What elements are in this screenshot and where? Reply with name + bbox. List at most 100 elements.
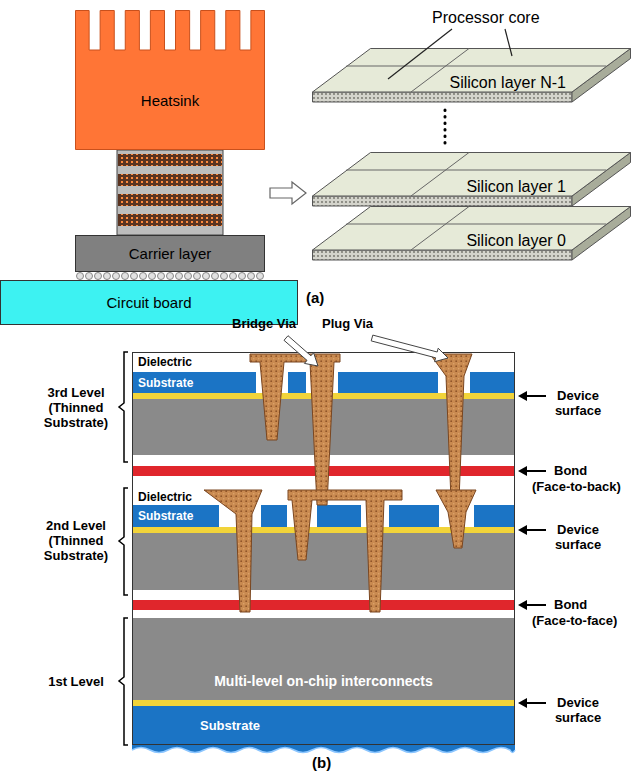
substrate-edge-line [132, 748, 515, 753]
bridge-via [288, 490, 402, 612]
label-holder: Bridge Via [232, 316, 296, 331]
pointer-arrow [526, 395, 546, 397]
solder-ball [158, 273, 165, 280]
solder-ball [221, 273, 228, 280]
label-holder: Bond [554, 463, 587, 478]
pointer-arrow [371, 335, 448, 362]
node-text: Substrate [138, 509, 193, 523]
label-holder: Device surface [548, 522, 608, 552]
label-holder: (Face-to-back) [532, 479, 621, 494]
level-label: 3rd Level (Thinned Substrate) [40, 385, 112, 430]
panel-border [133, 353, 515, 745]
silicon-layer: Silicon layer 0 [312, 206, 632, 261]
solder-ball [86, 273, 93, 280]
pointer-arrow [526, 470, 546, 472]
arrow-head [518, 698, 527, 708]
substrate-edge [132, 745, 515, 753]
pointer-arrow [526, 529, 546, 531]
label-holder: Device surface [548, 695, 608, 725]
leader-line [505, 29, 512, 56]
level-bracket [119, 618, 128, 745]
solder-ball [113, 273, 120, 280]
solder-ball [95, 273, 102, 280]
core-divider [411, 207, 469, 251]
expand-arrow [270, 182, 306, 204]
arrow-head [518, 391, 527, 401]
label-holder: (b) [312, 754, 331, 772]
pointer-arrow [526, 604, 546, 606]
solder-ball [149, 273, 156, 280]
solder-ball [212, 273, 219, 280]
pointer-arrow [526, 702, 546, 704]
label-holder: Plug Via [322, 316, 373, 331]
solder-ball [77, 273, 84, 280]
level-bracket [119, 352, 128, 462]
slab-front-face [313, 196, 573, 206]
solder-ball [257, 273, 264, 280]
via-pointers [284, 335, 448, 366]
node-text: Dielectric [138, 355, 192, 369]
label-holder: Bond [554, 597, 587, 612]
silicon-layer: Silicon layer 1 [312, 152, 632, 207]
label-holder: 2nd Level (Thinned Substrate) [40, 518, 112, 563]
bridge-via [250, 354, 340, 505]
core-divider [346, 224, 606, 225]
solder-ball [203, 273, 210, 280]
slab-top-face [313, 207, 631, 251]
label-holder: 3rd Level (Thinned Substrate) [40, 385, 112, 430]
solder-ball [122, 273, 129, 280]
node-text: Silicon layer 1 [466, 177, 566, 196]
node-text: Substrate [138, 376, 193, 390]
carrier-layer: Carrier layer [75, 235, 265, 272]
die-layer [118, 174, 222, 186]
slab-front-face [313, 92, 573, 102]
arrow-head [518, 466, 527, 476]
solder-ball [185, 273, 192, 280]
solder-balls [77, 273, 264, 280]
die-layer [118, 194, 222, 206]
heatsink: Heatsink [75, 10, 265, 150]
die-layer [118, 214, 222, 226]
slab-top-face [313, 49, 631, 93]
arrow-head [518, 525, 527, 535]
solder-ball [167, 273, 174, 280]
leader-line [388, 29, 452, 79]
label-holder: Processor core [432, 8, 540, 27]
surface-label: Device surface [548, 522, 608, 552]
callout-label: Bridge Via [232, 316, 296, 331]
interconnect-layer: Multi-level on-chip interconnects [132, 618, 515, 700]
level-label: 2nd Level (Thinned Substrate) [40, 518, 112, 563]
plug-via [430, 354, 472, 500]
solder-ball [194, 273, 201, 280]
label-holder: 1st Level [40, 674, 112, 689]
label-holder: (Face-to-face) [532, 613, 617, 628]
slab-front-face [313, 250, 573, 260]
figure-label: (b) [312, 754, 331, 772]
solder-ball [140, 273, 147, 280]
bond-type-label: (Face-to-back) [532, 479, 621, 494]
node-text: Silicon layer 0 [466, 231, 566, 250]
solder-ball [230, 273, 237, 280]
core-divider [346, 66, 606, 67]
ellipsis-dots [444, 110, 447, 146]
solder-ball [176, 273, 183, 280]
node-text: Dielectric [138, 490, 192, 504]
chip-stack-body [117, 150, 223, 235]
bond-label: Bond [554, 463, 587, 478]
pointer-arrow [284, 336, 318, 366]
silicon-layer: Silicon layer N-1 [312, 48, 632, 103]
arrow-head [518, 600, 527, 610]
slab-top-face [313, 153, 631, 197]
node-text: Substrate [200, 718, 260, 734]
label-holder: Device surface [548, 388, 608, 418]
level-label: 1st Level [40, 674, 112, 689]
callout-label: Processor core [432, 8, 540, 27]
node-text: Heatsink [141, 92, 199, 110]
vias [204, 354, 476, 612]
via [204, 490, 262, 612]
heatsink-outline [75, 10, 265, 150]
callout-label: Plug Via [322, 316, 373, 331]
solder-ball [131, 273, 138, 280]
node-text: Multi-level on-chip interconnects [214, 673, 433, 690]
